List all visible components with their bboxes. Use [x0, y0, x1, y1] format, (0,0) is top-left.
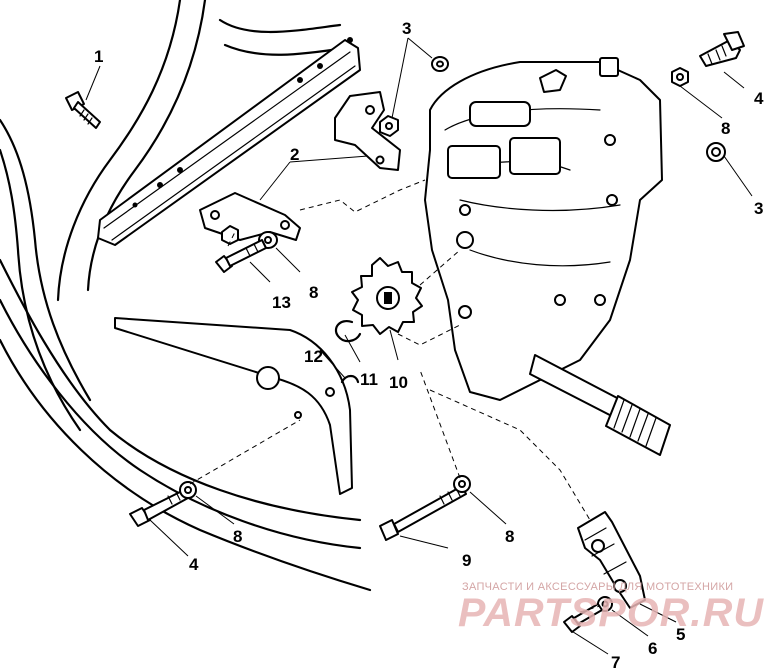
bracket-lower — [199, 192, 301, 241]
callout-4-lower: 4 — [189, 555, 199, 574]
watermark-tagline: ЗАПЧАСТИ И АКСЕССУАРЫ ДЛЯ МОТОТЕХНИКИ — [462, 581, 733, 593]
sprocket — [351, 257, 423, 335]
callout-11: 11 — [360, 370, 378, 389]
bolt-1 — [65, 91, 101, 129]
callout-4-upper: 4 — [754, 89, 764, 108]
transmission-housing — [424, 57, 663, 401]
bolt-13 — [215, 239, 267, 273]
leader-lines — [85, 37, 753, 655]
callout-1: 1 — [94, 47, 103, 66]
frame-tube-outer — [0, 0, 372, 592]
callout-5: 5 — [676, 625, 685, 644]
callout-9: 9 — [462, 551, 471, 570]
callout-3-upper: 3 — [402, 19, 411, 38]
bracket-upper — [334, 91, 401, 171]
chain-guard-plate — [114, 317, 353, 495]
tensioner-block — [577, 511, 646, 609]
callout-8-lower-mid: 8 — [505, 527, 514, 546]
washer-3-top — [431, 56, 449, 72]
bolt-4-upper — [699, 31, 745, 67]
callout-3-right: 3 — [754, 199, 763, 218]
washer-12 — [340, 374, 360, 384]
washer-8-lower-left — [179, 481, 197, 499]
circlip — [334, 320, 362, 343]
callout-8-lower-left: 8 — [233, 527, 242, 546]
frame-upper-tube — [218, 18, 347, 56]
mounting-rail — [97, 37, 361, 246]
watermark-brand: PARTSPOR.RU — [458, 591, 764, 635]
output-shaft — [529, 354, 671, 456]
bolt-9 — [379, 485, 467, 541]
bolt-7 — [563, 603, 603, 633]
washer-8-lower-mid — [453, 475, 471, 493]
callout-2: 2 — [290, 145, 299, 164]
callout-13: 13 — [272, 293, 291, 312]
callout-10: 10 — [389, 373, 408, 392]
nut-3-upper — [379, 115, 399, 137]
callout-8-mid: 8 — [309, 283, 318, 302]
lockwasher-3-right — [706, 142, 726, 162]
callout-6: 6 — [648, 639, 657, 658]
callout-7: 7 — [611, 653, 620, 672]
nut-lower-bracket — [221, 225, 239, 245]
callout-12: 12 — [304, 347, 323, 366]
callout-8-upper: 8 — [721, 119, 730, 138]
alignment-lines — [189, 179, 601, 613]
washer-8-upper — [671, 67, 689, 87]
